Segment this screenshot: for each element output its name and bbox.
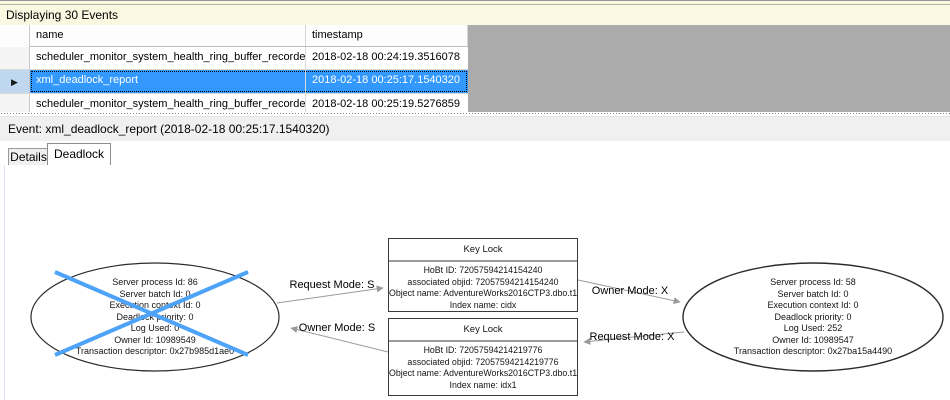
toolbar-bottom-edge xyxy=(0,0,950,5)
cell-timestamp[interactable]: 2018-02-18 00:25:19.5276859 xyxy=(312,98,461,110)
events-grid-area[interactable]: name timestamp scheduler_monitor_system_… xyxy=(0,25,950,112)
horizontal-splitter[interactable] xyxy=(0,112,950,116)
edge-label-owner-x: Owner Mode: X xyxy=(591,285,669,297)
node-line: Log Used: 0 xyxy=(130,323,180,333)
grid-header-row: name timestamp xyxy=(0,25,468,47)
cell-name[interactable]: xml_deadlock_report xyxy=(30,70,306,93)
grid-corner-cell[interactable] xyxy=(0,25,30,47)
events-grid[interactable]: name timestamp scheduler_monitor_system_… xyxy=(0,25,468,112)
node-line: Execution context Id: 0 xyxy=(767,300,859,310)
node-line: Deadlock priority: 0 xyxy=(116,311,194,322)
node-line: Deadlock priority: 0 xyxy=(774,311,852,322)
cell-timestamp[interactable]: 2018-02-18 00:24:19.3516078 xyxy=(312,51,461,63)
node-line: Owner Id: 10989547 xyxy=(772,334,854,345)
edge-label-request-s: Request Mode: S xyxy=(289,279,375,291)
cell-name[interactable]: scheduler_monitor_system_health_ring_buf… xyxy=(30,47,306,69)
node-line: Execution context Id: 0 xyxy=(109,300,201,310)
lock-line: associated objid: 72057594214154240 xyxy=(407,276,559,287)
node-line: Server batch Id: 0 xyxy=(119,288,191,299)
node-line: Transaction descriptor: 0x27ba15a4490 xyxy=(733,346,893,356)
node-line: Server batch Id: 0 xyxy=(777,288,849,299)
node-line: Transaction descriptor: 0x27b985d1ae0 xyxy=(75,346,235,356)
key-lock-node-top: Key Lock HoBt ID: 72057594214154240 asso… xyxy=(388,238,578,312)
column-header-name[interactable]: name xyxy=(30,25,306,46)
deadlock-graph-panel[interactable]: Server process Id: 86 Server batch Id: 0… xyxy=(0,165,950,400)
node-line: Server process Id: 58 xyxy=(770,277,856,287)
lock-title: Key Lock xyxy=(389,239,577,262)
tab-deadlock[interactable]: Deadlock xyxy=(47,143,111,165)
cell-name[interactable]: scheduler_monitor_system_health_ring_buf… xyxy=(30,94,306,112)
lock-line: Object name: AdventureWorks2016CTP3.dbo.… xyxy=(389,368,578,378)
lock-line: HoBt ID: 72057594214154240 xyxy=(423,265,543,275)
row-selector-cell[interactable] xyxy=(0,47,30,69)
process-node-victim-text: Server process Id: 86 Server batch Id: 0… xyxy=(43,277,267,358)
lock-body: HoBt ID: 72057594214219776 associated ob… xyxy=(389,342,577,391)
lock-line: Object name: AdventureWorks2016CTP3.dbo.… xyxy=(389,288,578,298)
event-summary-bar: Event: xml_deadlock_report (2018-02-18 0… xyxy=(0,116,950,141)
node-line: Owner Id: 10989549 xyxy=(114,334,196,345)
key-lock-node-bottom: Key Lock HoBt ID: 72057594214219776 asso… xyxy=(388,318,578,396)
events-count-bar: Displaying 30 Events xyxy=(0,5,950,25)
lock-title: Key Lock xyxy=(389,319,577,342)
tab-strip: Details Deadlock xyxy=(0,143,950,165)
table-row-selected[interactable]: ▶ xml_deadlock_report 2018-02-18 00:25:1… xyxy=(0,70,468,94)
lock-line: Index name: cidx xyxy=(449,299,517,310)
edge-label-request-x: Request Mode: X xyxy=(589,331,675,343)
row-selector-cell[interactable]: ▶ xyxy=(0,70,30,93)
node-line: Server process Id: 86 xyxy=(112,277,198,287)
edge-label-owner-s: Owner Mode: S xyxy=(298,322,376,334)
events-count-text: Displaying 30 Events xyxy=(6,8,119,22)
node-line: Log Used: 252 xyxy=(783,323,843,333)
column-header-timestamp[interactable]: timestamp xyxy=(306,25,468,46)
lock-line: HoBt ID: 72057594214219776 xyxy=(423,345,543,355)
row-selector-cell[interactable] xyxy=(0,94,30,112)
tab-details[interactable]: Details xyxy=(8,148,49,165)
event-summary-text: Event: xml_deadlock_report (2018-02-18 0… xyxy=(8,122,330,136)
lock-line: associated objid: 72057594214219776 xyxy=(407,356,559,367)
cell-timestamp[interactable]: 2018-02-18 00:25:17.1540320 xyxy=(306,70,468,93)
table-row[interactable]: scheduler_monitor_system_health_ring_buf… xyxy=(0,94,468,112)
current-row-arrow-icon: ▶ xyxy=(11,77,18,87)
pane-left-border xyxy=(4,165,5,400)
table-row[interactable]: scheduler_monitor_system_health_ring_buf… xyxy=(0,47,468,70)
lock-line: Index name: idx1 xyxy=(449,379,517,390)
lock-body: HoBt ID: 72057594214154240 associated ob… xyxy=(389,262,577,311)
process-node-text: Server process Id: 58 Server batch Id: 0… xyxy=(701,277,925,358)
